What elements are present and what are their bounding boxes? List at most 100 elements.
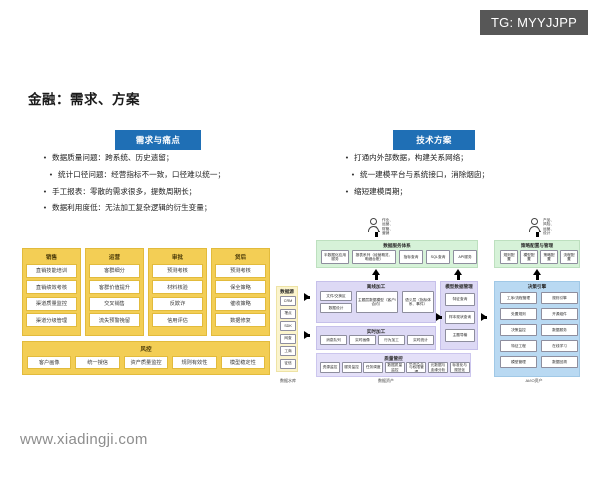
bullet-text: 打通内外部数据，构建关系网络； <box>354 153 468 162</box>
offline-item[interactable]: 文件/交换区 <box>320 291 352 301</box>
capability-item[interactable]: 渠道分级管理 <box>26 313 77 327</box>
data-source-title: 数据源 <box>280 289 294 294</box>
requirements-bullet-list: •数据质量问题：跨系统、历史遗留；•统计口径问题：经营指标不一致，口径难以统一；… <box>38 152 293 219</box>
bullet-item: •缩短建模周期； <box>340 186 590 198</box>
capability-item[interactable]: 直销绩效考核 <box>26 280 77 295</box>
offline-item[interactable]: 主题层数据模型（客户/合约） <box>356 291 398 313</box>
capability-risk-item[interactable]: 客户画像 <box>27 355 72 370</box>
data-source-item[interactable]: 征信 <box>280 358 296 369</box>
arrow-modeldata-to-decision <box>481 313 487 321</box>
offline-title: 离线加工 <box>366 284 386 289</box>
capability-item[interactable]: 数据修复 <box>215 313 266 327</box>
offline-item[interactable]: 语义层（指标体系、事件） <box>402 291 434 313</box>
data-source-item[interactable]: 埋点 <box>280 308 296 319</box>
decision-item[interactable]: 决策监控 <box>500 324 537 336</box>
decision-item[interactable]: 开源组件 <box>541 308 578 320</box>
data-service-item[interactable]: 半数据化应用服务 <box>321 250 349 264</box>
person-head-icon <box>370 218 377 225</box>
person-head-icon <box>531 218 538 225</box>
data-source-item[interactable]: 网查 <box>280 333 296 344</box>
bullet-dot-icon: • <box>43 203 47 213</box>
capability-item[interactable]: 催收策略 <box>215 296 266 311</box>
realtime-item[interactable]: 消息队列 <box>320 335 347 345</box>
model-data-item[interactable]: 主题导输 <box>445 329 475 342</box>
data-service-title: 数据服务体系 <box>383 243 411 248</box>
strategy-item[interactable]: 流程配置 <box>560 250 578 264</box>
decision-item[interactable]: 模型管理 <box>500 356 537 368</box>
decision-item[interactable]: 数据回溯 <box>541 356 578 368</box>
capability-item[interactable]: 直销技能培训 <box>26 264 77 278</box>
capability-column: 审批预测考核材料核验反欺诈信用评估 <box>148 248 207 336</box>
capability-columns: 销售直销技能培训直销绩效考核渠道质量监控渠道分级管理运营客群细分客群价值提升交叉… <box>22 248 270 336</box>
governance-item[interactable]: 数据质量监控 <box>384 362 405 373</box>
decision-item[interactable]: 处置规则 <box>500 308 537 320</box>
strategy-item[interactable]: 规则配置 <box>500 250 518 264</box>
data-source-item[interactable]: CRM <box>280 296 296 306</box>
arrow-stem <box>535 232 539 237</box>
capability-risk-item[interactable]: 资产质量监控 <box>123 355 169 370</box>
capability-risk-item[interactable]: 模型稳定性 <box>220 355 266 370</box>
capability-item[interactable]: 材料核验 <box>152 280 203 295</box>
offline-item[interactable]: 数据设计 <box>320 303 352 313</box>
data-service-item[interactable]: 报表系列（经营概览、明细台账） <box>352 250 396 264</box>
offline-processing-panel: 离线加工文件/交换区数据设计主题层数据模型（客户/合约）语义层（指标体系、事件） <box>316 281 436 323</box>
decision-item[interactable]: 规则引擎 <box>541 292 578 304</box>
person-right-label: 产品、 风险、 运营、 设计 <box>543 218 555 236</box>
decision-item[interactable]: 工序/流程管理 <box>500 292 537 304</box>
bullet-dot-icon: • <box>43 153 47 162</box>
governance-item[interactable]: 服务监控 <box>341 362 362 373</box>
realtime-processing-panel: 实时加工消息队列实时画像行为加工实时统计 <box>316 326 436 350</box>
person-left-icon <box>368 218 379 232</box>
governance-item[interactable]: 元数据与血缘分析 <box>428 362 448 373</box>
bullet-dot-icon: • <box>49 169 53 179</box>
decision-item[interactable]: 在线学习 <box>541 340 578 352</box>
governance-item[interactable]: 数据安全与权限管理 <box>406 362 427 373</box>
arrow-decision-to-strategy <box>533 269 541 280</box>
realtime-item[interactable]: 行为加工 <box>378 335 405 345</box>
model-data-panel: 模型数据管理特征查询样本现状查询主题导输 <box>440 281 478 350</box>
decision-item[interactable]: 特征工程 <box>500 340 537 352</box>
arrow-stem <box>482 315 487 319</box>
capability-column: 贷后预测考核保全策略催收策略数据修复 <box>211 248 270 336</box>
person-left-label: 作业、 运营、 财管、 营销 <box>382 218 394 236</box>
bullet-text: 统计口径问题：经营指标不一致，口径难以统一； <box>58 169 226 179</box>
data-service-item[interactable]: SQL查询 <box>426 250 450 264</box>
bullet-item: • 数据利用度低：无法加工复杂逻辑的衍生变量； <box>38 202 293 214</box>
capability-item[interactable]: 预测考核 <box>215 264 266 278</box>
decision-engine-panel: 决策引擎工序/流程管理规则引擎处置规则开源组件决策监控数据服务特征工程在线学习模… <box>494 281 580 377</box>
data-source-panel: 数据源 CRM 埋点 SDK 网查工商征信 <box>276 286 298 372</box>
capability-item[interactable]: 客群细分 <box>89 264 140 278</box>
realtime-item[interactable]: 实时统计 <box>407 335 434 345</box>
page-title: 金融：需求、方案 <box>28 92 140 107</box>
realtime-title: 实时加工 <box>366 329 386 334</box>
capability-column-title: 贷后 <box>234 255 247 261</box>
capability-item[interactable]: 预测考核 <box>152 264 203 278</box>
capability-item[interactable]: 客群价值提升 <box>89 280 140 295</box>
capability-item[interactable]: 流失预警挽留 <box>89 313 140 327</box>
capability-item[interactable]: 反欺诈 <box>152 296 203 311</box>
bullet-text: 数据利用度低：无法加工复杂逻辑的衍生变量； <box>52 203 212 213</box>
realtime-item[interactable]: 实时画像 <box>349 335 376 345</box>
strategy-item[interactable]: 策略配置 <box>540 250 558 264</box>
capability-item[interactable]: 保全策略 <box>215 280 266 295</box>
capability-item[interactable]: 信用评估 <box>152 313 203 327</box>
governance-item[interactable]: 任务调度 <box>363 362 384 373</box>
capability-column: 运营客群细分客群价值提升交叉销售流失预警挽留 <box>85 248 144 336</box>
strategy-item[interactable]: 模型配置 <box>520 250 538 264</box>
governance-item[interactable]: 资源监控 <box>320 362 340 373</box>
model-data-item[interactable]: 样本现状查询 <box>445 311 475 324</box>
arrow-stem <box>305 295 310 299</box>
bullet-item: • 统计口径问题：经营指标不一致，口径难以统一； <box>38 169 293 181</box>
capability-risk-item[interactable]: 规则有效性 <box>172 355 217 370</box>
capability-item[interactable]: 渠道质量监控 <box>26 296 77 311</box>
decision-item[interactable]: 数据服务 <box>541 324 578 336</box>
data-source-item[interactable]: 工商 <box>280 346 296 356</box>
model-data-item[interactable]: 特征查询 <box>445 293 475 306</box>
data-source-item[interactable]: SDK <box>280 321 296 331</box>
capability-risk-item[interactable]: 统一授信 <box>75 355 120 370</box>
data-service-item[interactable]: API服务 <box>453 250 477 264</box>
governance-item[interactable]: 标准化与规范化 <box>449 362 470 373</box>
data-service-item[interactable]: 指标查询 <box>399 250 423 264</box>
capability-item[interactable]: 交叉销售 <box>89 296 140 311</box>
person-body-icon <box>368 226 379 232</box>
